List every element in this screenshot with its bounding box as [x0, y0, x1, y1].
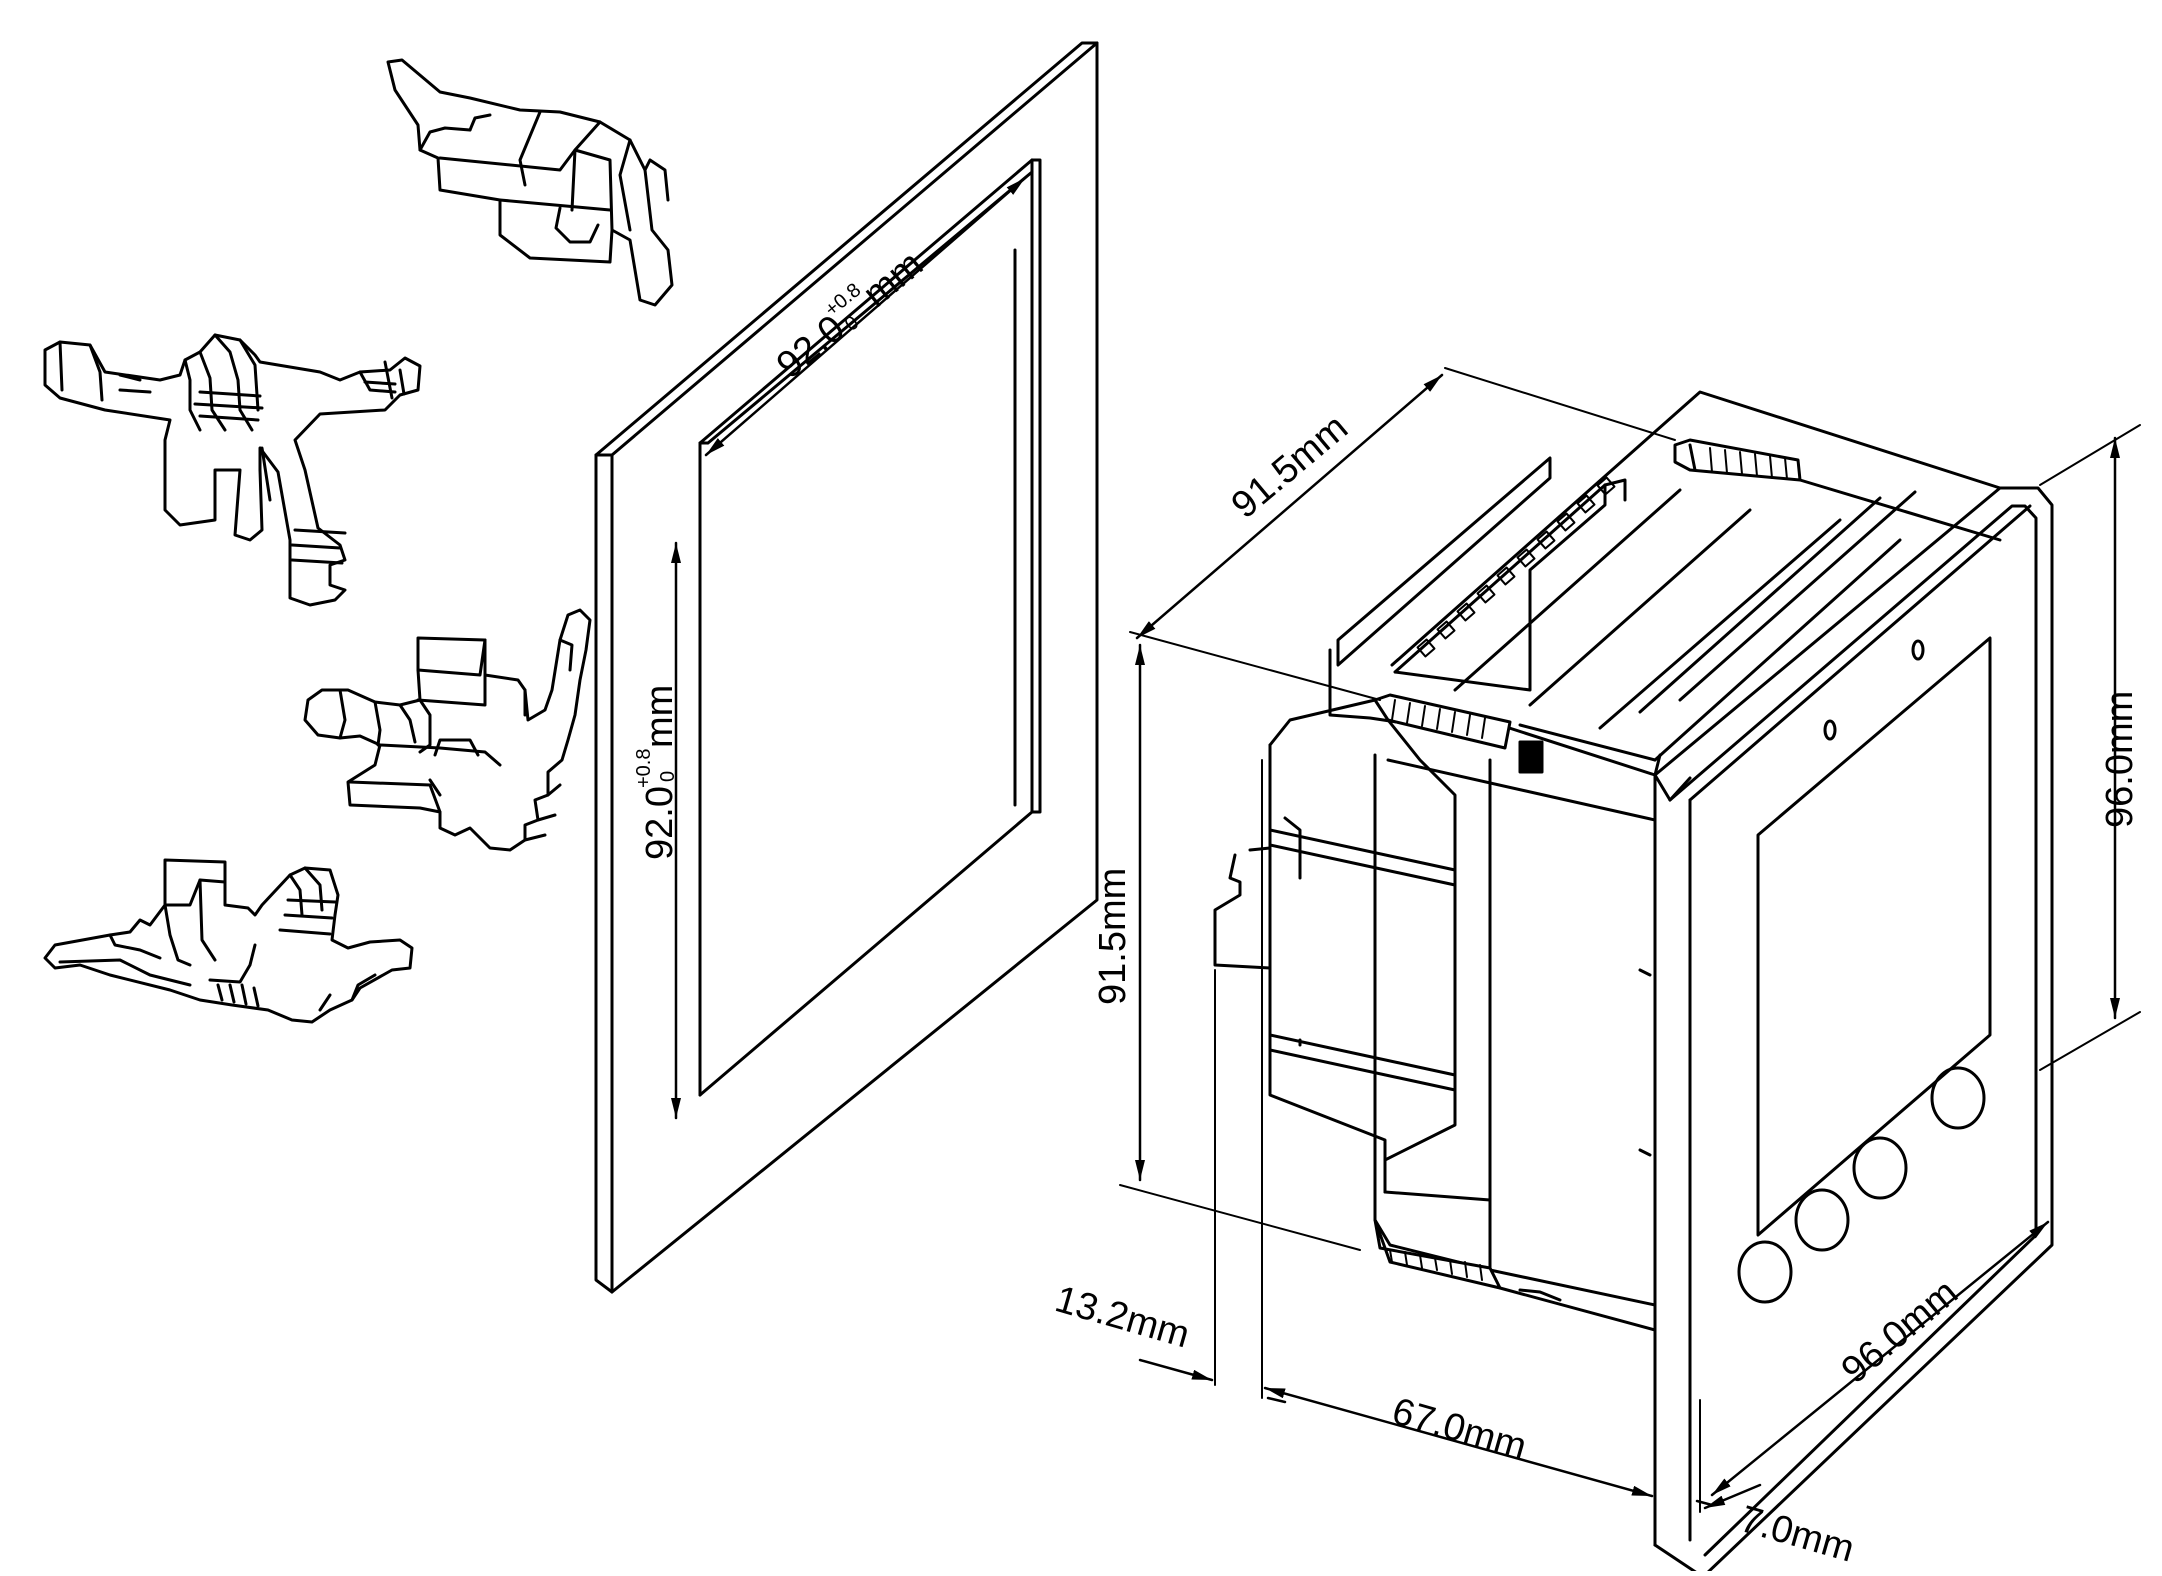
panel-meter	[1213, 390, 2055, 1576]
front-hole-1	[1911, 639, 1925, 661]
rear-offset-dimension: 13.2mm	[1051, 1278, 1287, 1404]
body-depth-dimension: 67.0mm	[1263, 1386, 1654, 1498]
mounting-clip-1	[386, 58, 674, 307]
mounting-clip-4	[43, 858, 414, 1024]
cutout-height-value: 92.0	[639, 786, 681, 860]
cutout-height-tol-upper: +0.8	[633, 749, 655, 788]
height-front-label: 96.0mm	[2099, 691, 2141, 828]
top-terminal-row	[1416, 476, 1616, 658]
display-screen	[1756, 636, 1992, 1237]
cutout-height-tol-lower: 0	[657, 771, 679, 782]
mounting-clip-2	[43, 333, 422, 607]
height-back-label: 91.5mm	[1092, 868, 1134, 1005]
side-switch	[1518, 740, 1544, 774]
rear-offset-label: 13.2mm	[1051, 1278, 1195, 1356]
height-front-dimension: 96.0mm	[2039, 424, 2141, 1071]
front-button-3	[1852, 1136, 1908, 1200]
cutout-height-dimension: 92.0 +0.8 0 mm	[633, 541, 681, 1120]
cutout-height-unit: mm	[639, 685, 681, 748]
bezel-depth-label: 7.0mm	[1736, 1498, 1859, 1570]
body-depth-label: 67.0mm	[1388, 1390, 1532, 1468]
panel-cutout-frame	[594, 41, 1099, 1294]
front-button-4	[1930, 1066, 1986, 1130]
height-back-dimension: 91.5mm	[1092, 643, 1361, 1251]
mounting-clip-3	[303, 608, 592, 852]
front-hole-2	[1823, 719, 1837, 741]
